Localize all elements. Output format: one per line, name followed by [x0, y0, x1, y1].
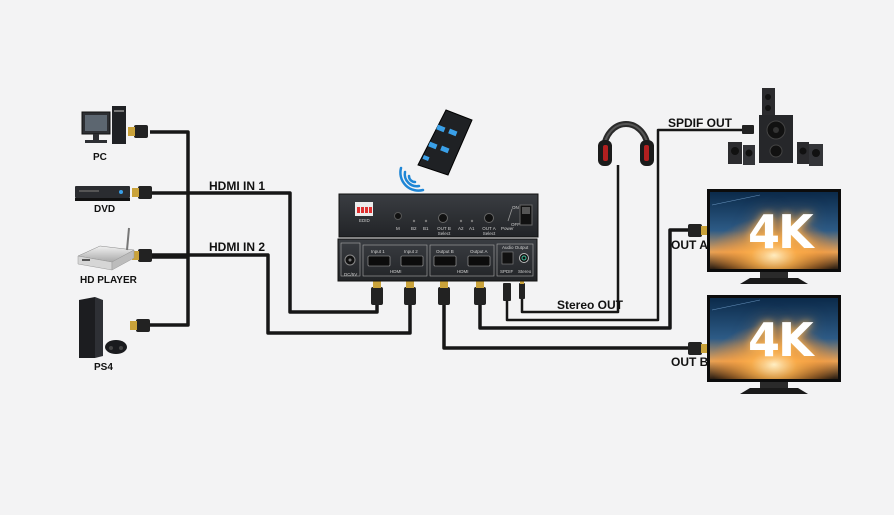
input-1-label: Input 1 — [371, 249, 385, 254]
out-a-label: OUT A — [671, 238, 708, 252]
cable-stereo — [520, 165, 620, 314]
tv-b-4k-badge: 4K — [748, 313, 814, 367]
cable-out-a — [478, 228, 700, 330]
power-off-label: OFF — [511, 222, 520, 227]
plug-dvd — [132, 186, 152, 199]
hdmi-in-1-label: HDMI IN 1 — [209, 179, 266, 193]
wifi-icon — [399, 166, 425, 192]
plug-input-1 — [371, 281, 383, 305]
hdmi-in-port-label: HDMI — [390, 269, 402, 274]
dc-label: DC/5V — [344, 272, 358, 277]
cable-hdmi-in-2 — [152, 253, 412, 335]
output-b-label: Output B — [436, 249, 454, 254]
button-b2-label: B2 — [411, 226, 417, 231]
input-2-label: Input 2 — [404, 249, 418, 254]
power-label: Power — [501, 226, 514, 231]
tv-b — [707, 295, 841, 394]
tv-a — [707, 189, 841, 284]
source-label-ps4: PS4 — [94, 362, 113, 373]
ps4-icon — [79, 297, 127, 358]
button-a2-label: A2 — [458, 226, 464, 231]
dvd-icon — [75, 186, 130, 201]
plug-tv-b — [688, 342, 708, 355]
remote-control-icon — [417, 109, 473, 176]
switch-back-panel — [337, 238, 538, 282]
speaker-system-icon — [728, 88, 823, 166]
edid-label: EDID — [359, 218, 370, 223]
plug-spdif — [503, 283, 511, 301]
plug-hdplayer — [132, 249, 152, 262]
spdif-port-label: SPDIF — [500, 269, 514, 274]
out-a-select-label: OUT A Select — [482, 226, 496, 236]
hdmi-out-port-label: HDMI — [457, 269, 469, 274]
cable-out-b — [442, 290, 700, 350]
audio-output-label: Audio Output — [502, 245, 529, 250]
plug-output-b — [438, 281, 450, 305]
out-b-select-label: OUT B Select — [437, 226, 451, 236]
plug-output-a — [474, 281, 486, 305]
source-label-dvd: DVD — [94, 204, 116, 215]
plug-tv-a — [688, 224, 708, 237]
pc-icon — [81, 106, 126, 144]
hdmi-in-2-label: HDMI IN 2 — [209, 240, 266, 254]
stereo-out-label: Stereo OUT — [557, 298, 624, 312]
hd-player-icon — [77, 227, 135, 271]
plug-ps4 — [130, 319, 150, 332]
power-on-label: ON — [512, 205, 519, 210]
button-b1-label: B1 — [423, 226, 429, 231]
output-a-label: Output A — [470, 249, 488, 254]
switch-front-panel — [338, 193, 539, 238]
headphones-icon — [598, 121, 654, 166]
stereo-port-label: Stereo — [518, 269, 532, 274]
cables — [150, 128, 752, 350]
plug-speaker — [742, 125, 754, 134]
out-b-label: OUT B — [671, 355, 709, 369]
source-label-pc: PC — [93, 152, 107, 163]
tv-a-4k-badge: 4K — [748, 205, 814, 259]
cable-pc — [150, 130, 190, 327]
plug-input-2 — [404, 281, 416, 305]
spdif-out-label: SPDIF OUT — [668, 116, 733, 130]
source-label-hd-player: HD PLAYER — [80, 275, 137, 286]
button-a1-label: A1 — [469, 226, 475, 231]
plug-pc — [128, 125, 148, 138]
hdmi-connectors — [128, 125, 754, 355]
cable-spdif — [505, 128, 752, 322]
button-m-label: M — [396, 226, 400, 231]
